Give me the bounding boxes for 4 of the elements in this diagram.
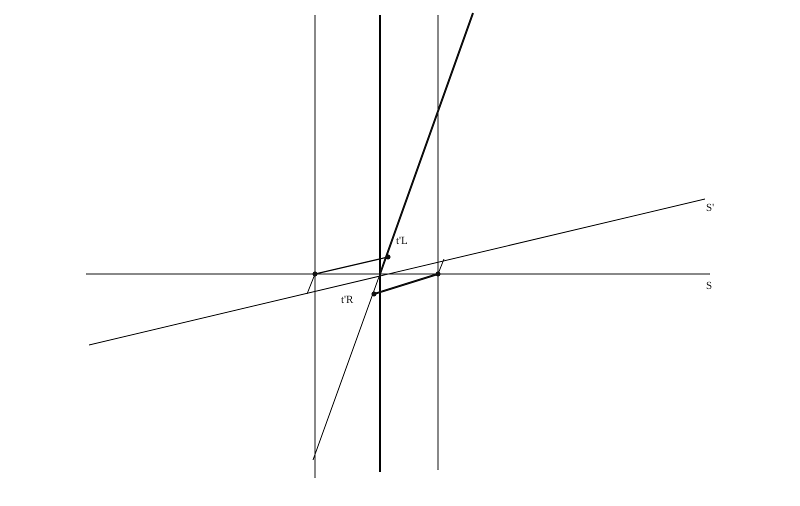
axis-label: t'R (341, 295, 354, 306)
axis-label: S (706, 281, 712, 292)
axis-label: S' (706, 203, 714, 214)
axis-label: t'L (396, 236, 408, 247)
